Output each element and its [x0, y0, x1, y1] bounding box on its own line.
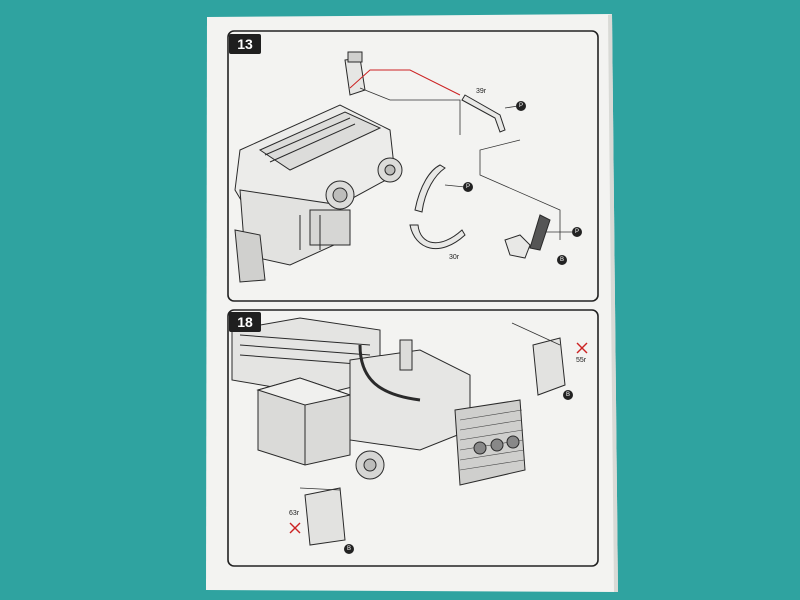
- step-18-panel: [227, 309, 599, 567]
- red-guide-line: [349, 69, 461, 96]
- marker-p: P: [516, 101, 526, 111]
- engine-illustration: [234, 51, 403, 283]
- step-13-panel: [227, 30, 599, 302]
- marker-p: P: [572, 227, 582, 237]
- marker-b: B: [563, 390, 573, 400]
- step-number-13: 13: [229, 34, 261, 54]
- hose-parts: [409, 94, 551, 259]
- red-cross-marks: [289, 342, 588, 534]
- part-label: 55r: [576, 357, 587, 364]
- step-number-18: 18: [229, 312, 261, 332]
- marker-b: B: [344, 544, 354, 554]
- chassis-illustration: [231, 317, 526, 486]
- part-label: 30r: [449, 254, 460, 261]
- instruction-sheet: [206, 14, 618, 592]
- side-panel-parts: [304, 337, 566, 546]
- marker-p: P: [463, 182, 473, 192]
- leader-lines: [359, 87, 572, 240]
- part-label: 39r: [476, 88, 487, 95]
- marker-b: B: [557, 255, 567, 265]
- part-label: 63r: [289, 510, 300, 517]
